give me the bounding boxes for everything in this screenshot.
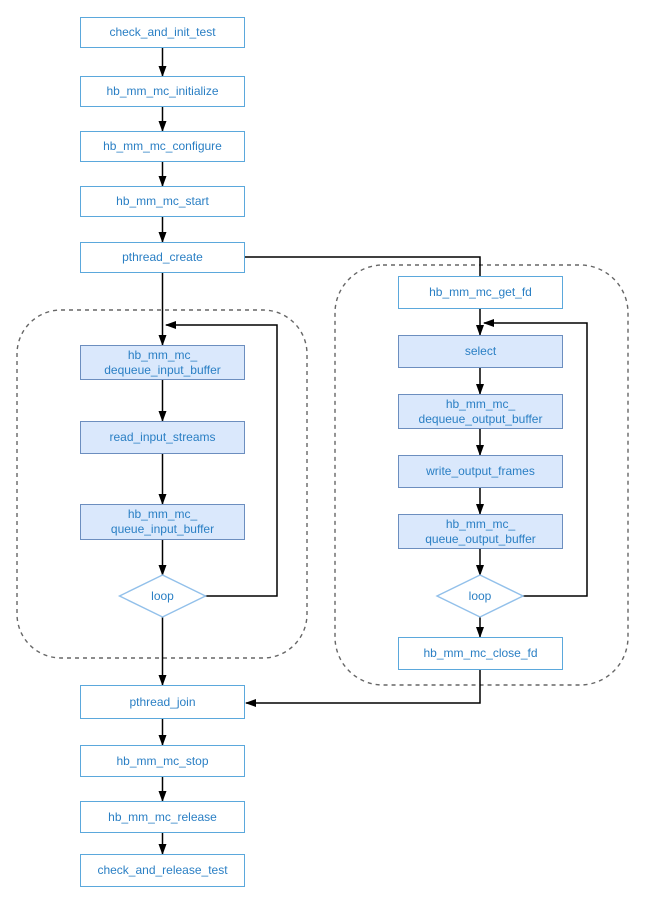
connector-pthread-create-to-get-fd — [245, 256, 481, 276]
node-hb-mm-mc-queue-output-buffer: hb_mm_mc_ queue_output_buffer — [398, 514, 563, 549]
node-hb-mm-mc-queue-input-buffer: hb_mm_mc_ queue_input_buffer — [80, 504, 245, 540]
node-check-and-release-test: check_and_release_test — [80, 854, 245, 887]
connector-output-loop-feedback — [483, 319, 588, 597]
output-thread-container — [334, 264, 629, 686]
input-loop-diamond — [117, 574, 208, 618]
node-hb-mm-mc-initialize: hb_mm_mc_initialize — [80, 76, 245, 107]
connector-input-loop-feedback — [165, 321, 278, 597]
node-hb-mm-mc-stop: hb_mm_mc_stop — [80, 745, 245, 777]
node-select: select — [398, 335, 563, 368]
output-loop-diamond — [435, 574, 525, 618]
node-write-output-frames: write_output_frames — [398, 455, 563, 488]
node-hb-mm-mc-dequeue-output-buffer: hb_mm_mc_ dequeue_output_buffer — [398, 394, 563, 429]
input-thread-container — [16, 309, 308, 659]
node-hb-mm-mc-get-fd: hb_mm_mc_get_fd — [398, 276, 563, 309]
connector-close-fd-to-pthread-join — [245, 670, 481, 707]
node-hb-mm-mc-start: hb_mm_mc_start — [80, 186, 245, 217]
node-pthread-create: pthread_create — [80, 242, 245, 273]
node-hb-mm-mc-dequeue-input-buffer: hb_mm_mc_ dequeue_input_buffer — [80, 345, 245, 380]
node-check-and-init-test: check_and_init_test — [80, 17, 245, 48]
node-hb-mm-mc-configure: hb_mm_mc_configure — [80, 131, 245, 162]
node-pthread-join: pthread_join — [80, 685, 245, 719]
output-loop-label: loop — [468, 589, 492, 603]
node-hb-mm-mc-close-fd: hb_mm_mc_close_fd — [398, 637, 563, 670]
node-hb-mm-mc-release: hb_mm_mc_release — [80, 801, 245, 833]
input-loop-label: loop — [151, 589, 174, 603]
node-read-input-streams: read_input_streams — [80, 421, 245, 454]
